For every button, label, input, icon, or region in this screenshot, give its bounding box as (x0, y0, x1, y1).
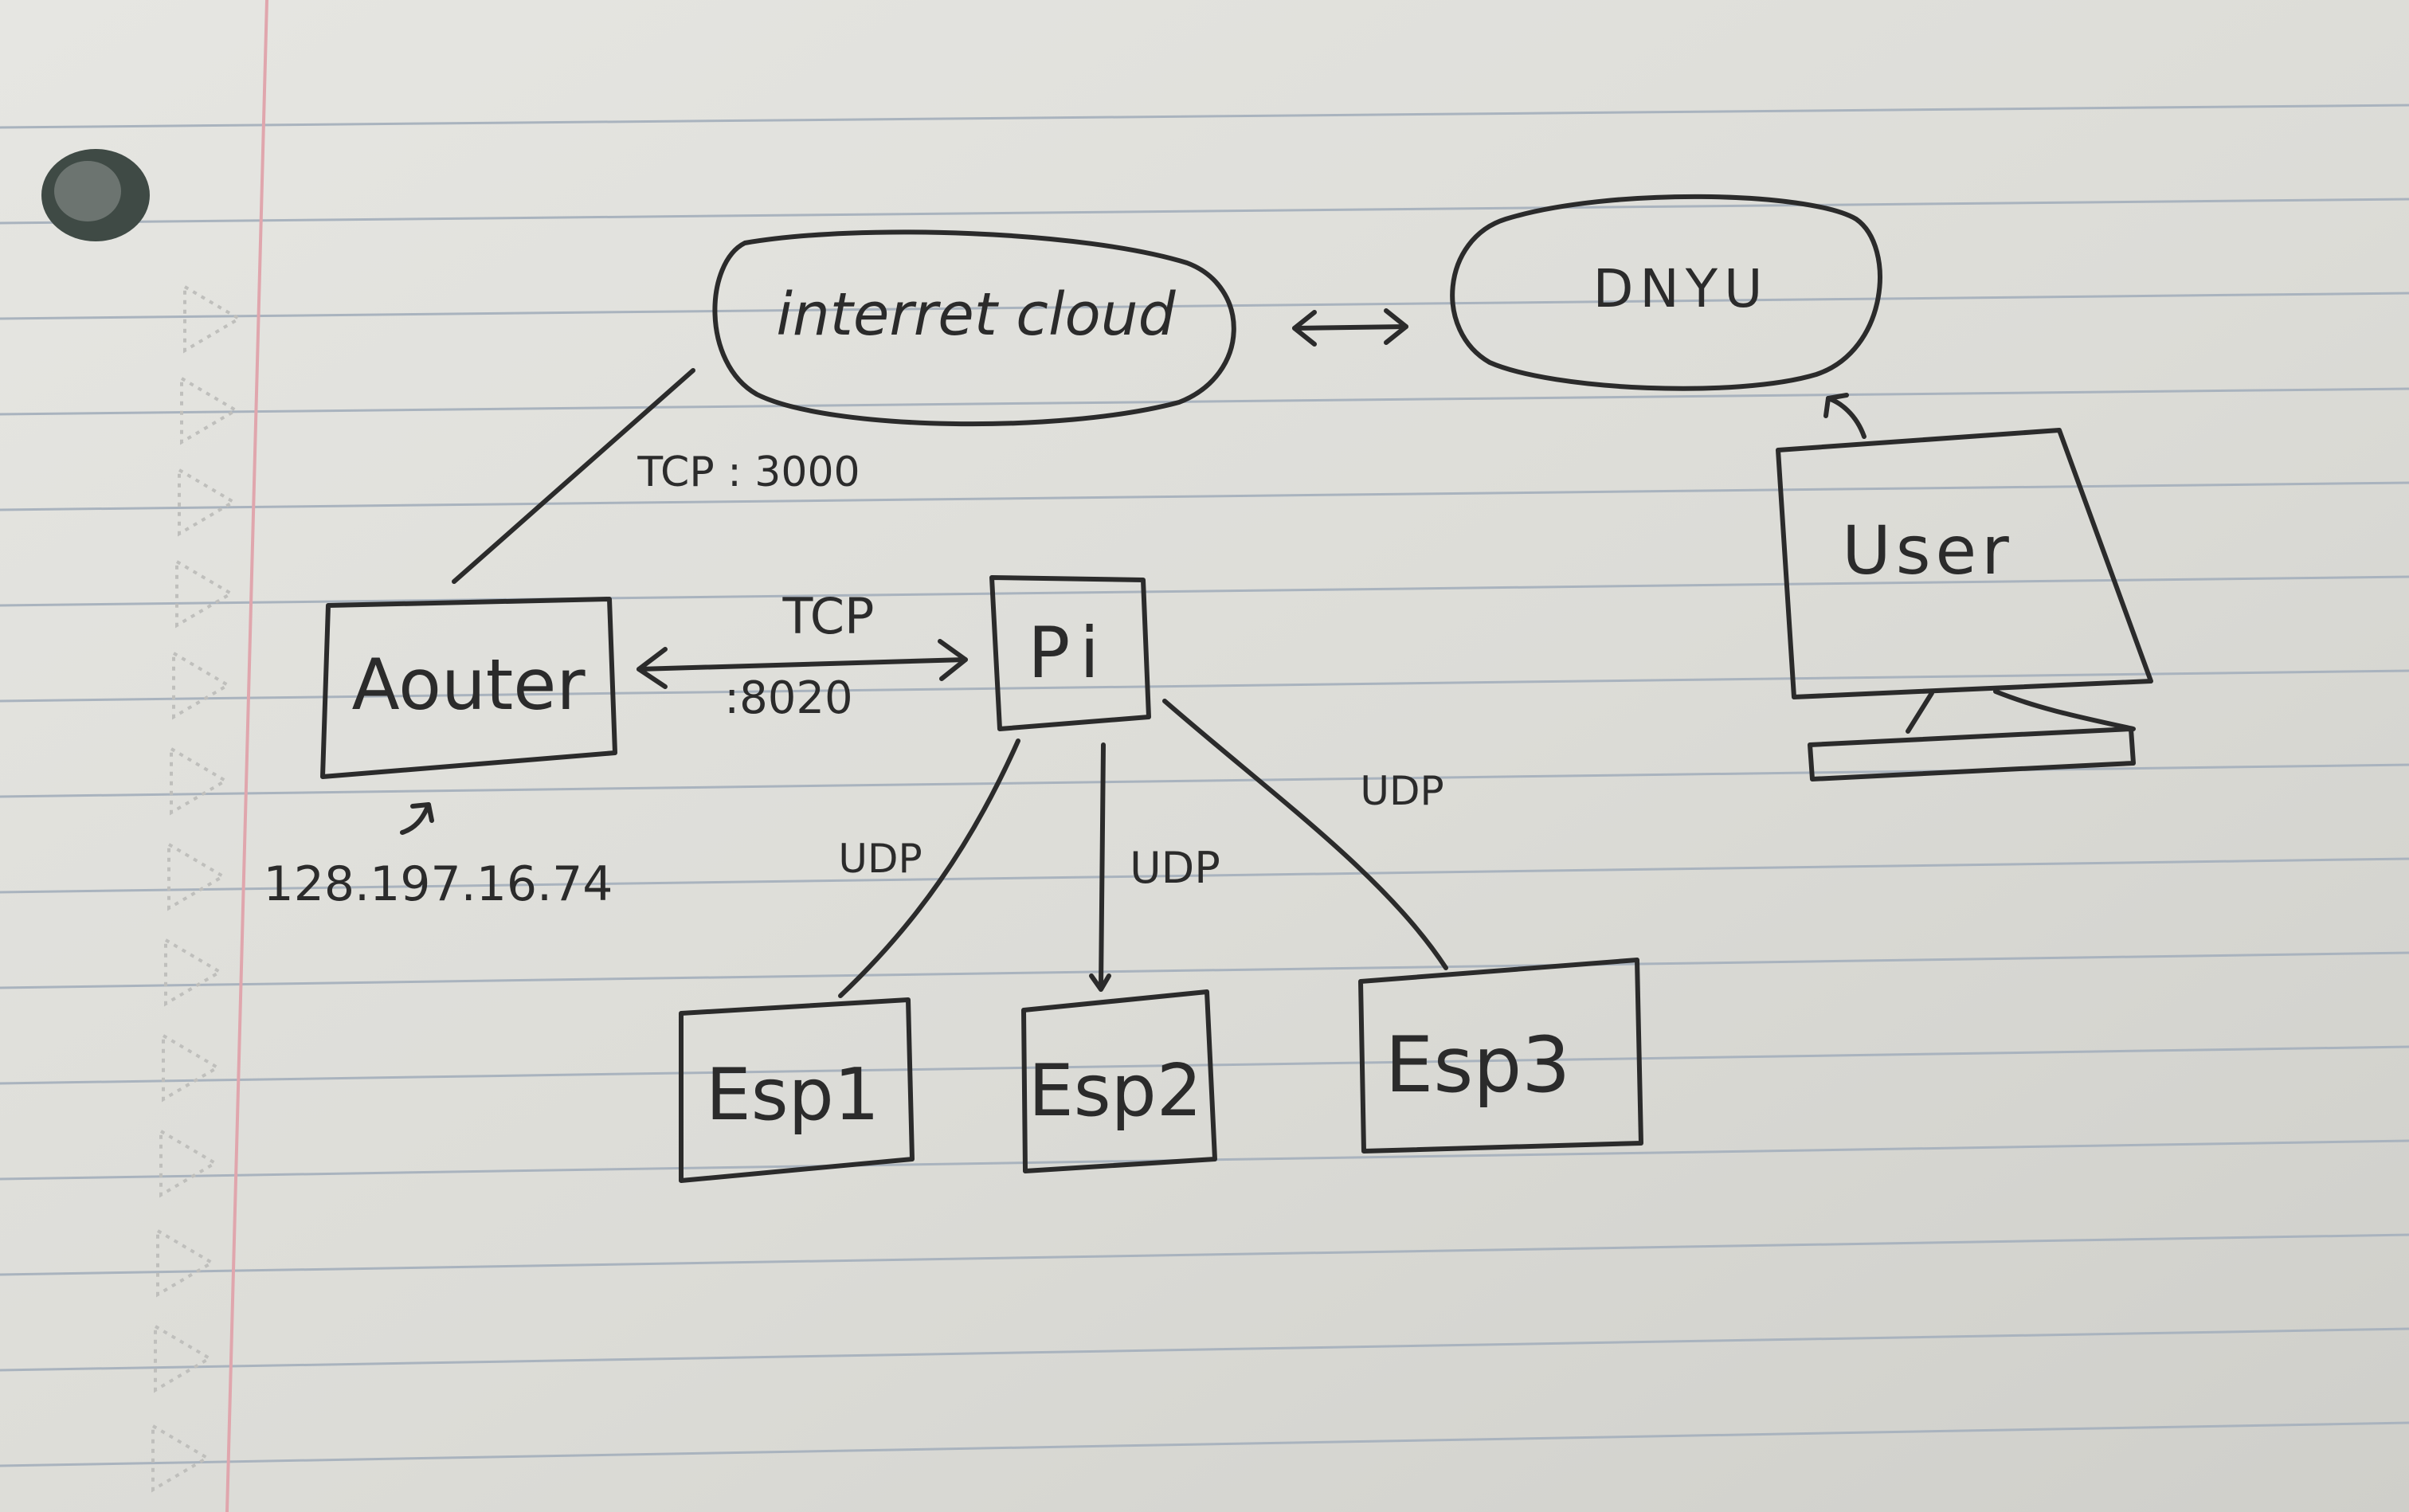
user-monitor-stand (1906, 689, 2136, 734)
router-pi-arrow (637, 657, 968, 672)
cloud-dnyu-arrow (1292, 324, 1408, 331)
esp1-box (679, 997, 915, 1183)
pi-esp3-protocol-label: UDP (1360, 768, 1443, 814)
internet-cloud-label: interret cloud (776, 280, 1176, 349)
user-monitor (1776, 428, 2153, 699)
router-cloud-line (452, 368, 695, 584)
router-cloud-protocol-label: TCP : 3000 (637, 449, 860, 496)
ruled-lines (0, 104, 2409, 1467)
pi-esp3-line (1162, 699, 1448, 970)
router-box (320, 597, 617, 779)
internet-cloud-shape (712, 229, 1236, 427)
router-ip-label: 128.197.16.74 (264, 856, 613, 912)
pi-esp1-protocol-label: UDP (838, 836, 922, 882)
user-monitor-base (1808, 727, 2136, 781)
esp2-label: Esp2 (1028, 1049, 1202, 1133)
pi-box (989, 575, 1151, 731)
ink-drawing (320, 194, 2153, 1183)
pi-esp2-line (1099, 742, 1106, 990)
punch-hole-inner (54, 161, 121, 221)
pi-esp2-protocol-label: UDP (1130, 843, 1220, 893)
margin-line (225, 0, 268, 1512)
esp3-label: Esp3 (1385, 1020, 1571, 1110)
esp2-box (1021, 989, 1217, 1173)
user-label: User (1842, 511, 2013, 590)
margin-triangles (151, 284, 242, 1493)
esp3-box (1358, 958, 1643, 1154)
esp1-label: Esp1 (706, 1053, 879, 1137)
router-pi-port-label: :8020 (724, 672, 852, 724)
pi-esp1-line (838, 738, 1020, 998)
pi-label: Pi (1028, 612, 1110, 694)
router-pi-protocol-label: TCP (782, 587, 875, 645)
dnyu-shape (1450, 194, 1882, 391)
dnyu-label: DNYU (1593, 258, 1769, 319)
router-label: Aouter (351, 644, 586, 726)
